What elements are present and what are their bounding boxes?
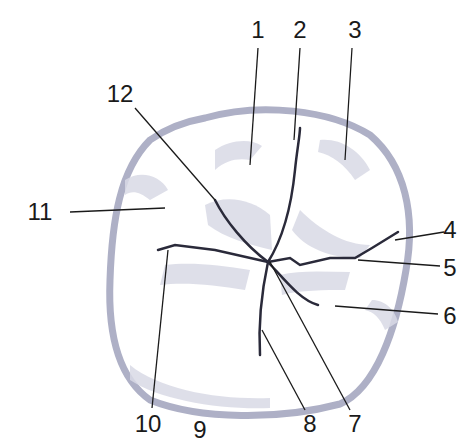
callout-number: 3	[338, 17, 372, 43]
callout-number: 1	[241, 17, 275, 43]
callout-number: 7	[338, 411, 372, 437]
callout-number: 6	[433, 303, 467, 329]
callout-number: 12	[103, 81, 137, 107]
leader-lines	[70, 48, 444, 410]
callout-number: 4	[433, 217, 467, 243]
cusp-shading	[125, 140, 398, 408]
callout-number: 5	[433, 255, 467, 281]
callout-number: 11	[23, 199, 57, 225]
callout-number: 10	[131, 411, 165, 437]
callout-number: 8	[293, 411, 327, 437]
callout-number: 2	[283, 17, 317, 43]
fissure-lines	[158, 128, 398, 355]
tooth-outline	[110, 110, 410, 416]
callout-number: 9	[183, 417, 217, 443]
